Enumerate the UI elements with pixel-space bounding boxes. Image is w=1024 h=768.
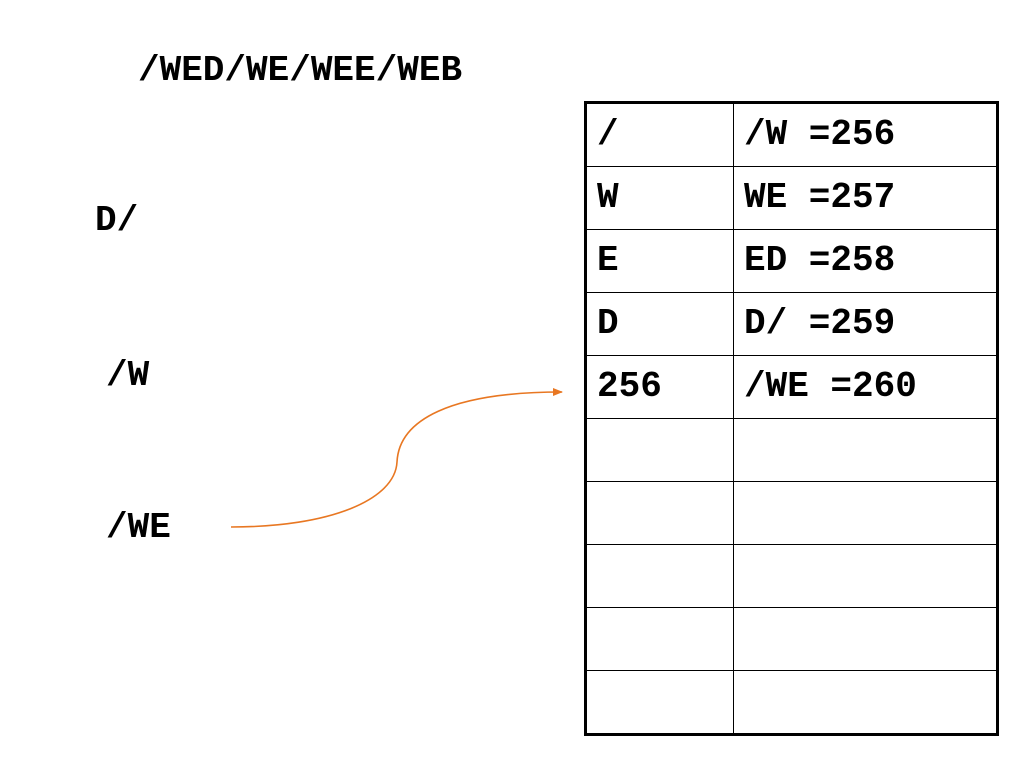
dictionary-entry-cell: /W =256 — [733, 102, 998, 167]
dictionary-row: 256/WE =260 — [585, 355, 998, 419]
dictionary-entry-cell — [733, 544, 998, 608]
arrow-curve — [230, 388, 563, 528]
dictionary-entry-cell: WE =257 — [733, 166, 998, 230]
dictionary-code-cell — [585, 607, 734, 671]
dictionary-row — [585, 670, 998, 735]
dictionary-code-cell — [585, 418, 734, 482]
dictionary-entry-cell: /WE =260 — [733, 355, 998, 419]
dictionary-entry-cell — [733, 670, 998, 735]
dictionary-code-cell — [585, 481, 734, 545]
dictionary-row: //W =256 — [585, 102, 998, 167]
dictionary-code-cell: E — [585, 229, 734, 293]
input-string: /WED/WE/WEE/WEB — [138, 50, 463, 91]
step-label-slash-w: /W — [106, 355, 150, 396]
dictionary-row — [585, 418, 998, 482]
dictionary-code-cell: 256 — [585, 355, 734, 419]
dictionary-entry-cell: D/ =259 — [733, 292, 998, 356]
dictionary-entry-cell — [733, 607, 998, 671]
step-label-slash-we: /WE — [106, 507, 171, 548]
dictionary-entry-cell — [733, 481, 998, 545]
dictionary-code-cell: D — [585, 292, 734, 356]
dictionary-code-cell — [585, 670, 734, 735]
step-label-d-slash: D/ — [95, 200, 139, 241]
dictionary-code-cell: W — [585, 166, 734, 230]
dictionary-row — [585, 481, 998, 545]
dictionary-entry-cell: ED =258 — [733, 229, 998, 293]
dictionary-row — [585, 607, 998, 671]
dictionary-code-cell: / — [585, 102, 734, 167]
dictionary-row — [585, 544, 998, 608]
dictionary-entry-cell — [733, 418, 998, 482]
dictionary-code-cell — [585, 544, 734, 608]
